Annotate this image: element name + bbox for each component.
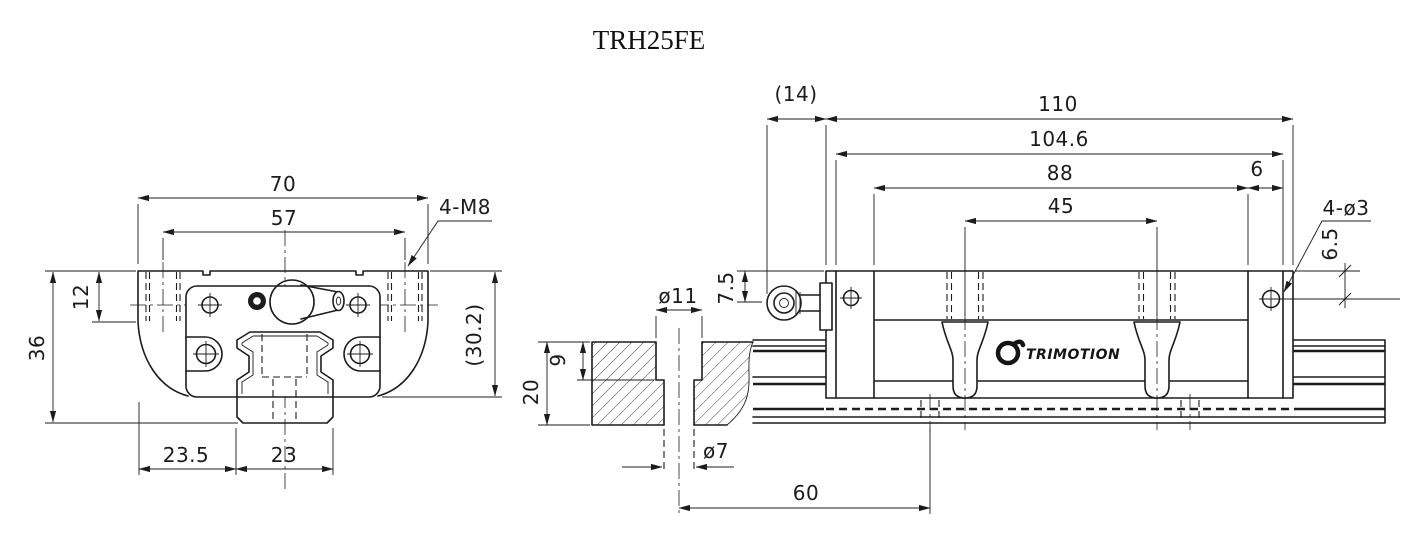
- end-plate: [185, 285, 381, 398]
- rail-seal-lip: [241, 335, 329, 394]
- through-hole-extensions: [663, 429, 695, 470]
- side-view-drawing: TRIMOTION: [519, 82, 1400, 514]
- dim-counterbore-depth: 9: [546, 353, 570, 366]
- m8-thread-hidden-lines: [145, 272, 423, 321]
- dim-end-hole-center-depth: 6.5: [1318, 227, 1342, 260]
- side-extension-lines: [538, 125, 1400, 514]
- block-internal-lines: [835, 270, 1284, 399]
- ear-screw-crosshairs: [193, 341, 373, 367]
- dim-rail-width: 23: [271, 443, 297, 467]
- oblique-ticks-6-5: [1338, 264, 1352, 306]
- brand-logo: TRIMOTION: [995, 339, 1120, 366]
- front-view-drawing: 70 57 4-M8 12 36 (30.2) 23.5 23: [25, 172, 502, 490]
- dim-mount-hole-pitch: 45: [1048, 194, 1074, 218]
- hidden-bolt-holes: [920, 272, 1200, 422]
- side-hole-crosshair: [1259, 287, 1283, 311]
- cap-screw-crosshairs: [198, 293, 370, 317]
- side-hole-centerlines: [929, 314, 1191, 432]
- dim-base-plate-height: 20: [519, 379, 543, 405]
- dim-rail-hole-offset: 60: [793, 481, 819, 505]
- mounting-base: [591, 341, 754, 426]
- logo-text: TRIMOTION: [1026, 347, 1120, 363]
- block-outline: [137, 270, 429, 397]
- dim-mount-thread-callout: 4-M8: [439, 195, 491, 219]
- grease-nipple-icon: [766, 282, 833, 331]
- dim-block-body-length: 88: [1047, 161, 1073, 185]
- leader-4-d3: [1283, 220, 1371, 293]
- dim-assembly-height: 36: [25, 335, 49, 361]
- dim-end-cap-width: 6: [1250, 157, 1263, 181]
- grease-fitting-icon: [248, 279, 345, 325]
- dim-flange-thickness: 12: [69, 284, 93, 310]
- dim-nipple-center-height: 7.5: [714, 271, 738, 304]
- dim-block-height-ref: (30.2): [462, 303, 486, 366]
- dim-mount-bolt-spacing: 57: [271, 206, 297, 230]
- front-extension-lines: [45, 204, 502, 475]
- dim-end-hole-callout: 4-ø3: [1323, 196, 1370, 220]
- page-title: TRH25FE: [593, 25, 706, 55]
- leader-4-m8: [407, 220, 492, 267]
- dim-through-hole-dia: ø7: [703, 439, 729, 463]
- rail-section: [236, 396, 334, 424]
- dim-counterbore-dia: ø11: [658, 284, 697, 308]
- dim-block-length-total: 110: [1038, 92, 1078, 116]
- rail-cutout: [236, 331, 334, 398]
- ear-lobes: [185, 336, 381, 372]
- dim-edge-to-rail: 23.5: [163, 443, 210, 467]
- rail-hidden-lines: [261, 334, 308, 420]
- dim-nipple-overhang: (14): [774, 82, 817, 106]
- endcap-screw-crosshair: [840, 287, 862, 309]
- carriage-block: [825, 270, 1294, 399]
- dim-width-total: 70: [270, 172, 296, 196]
- dim-block-length-with-seals: 104.6: [1029, 127, 1089, 151]
- counterbore-hole: [655, 341, 703, 426]
